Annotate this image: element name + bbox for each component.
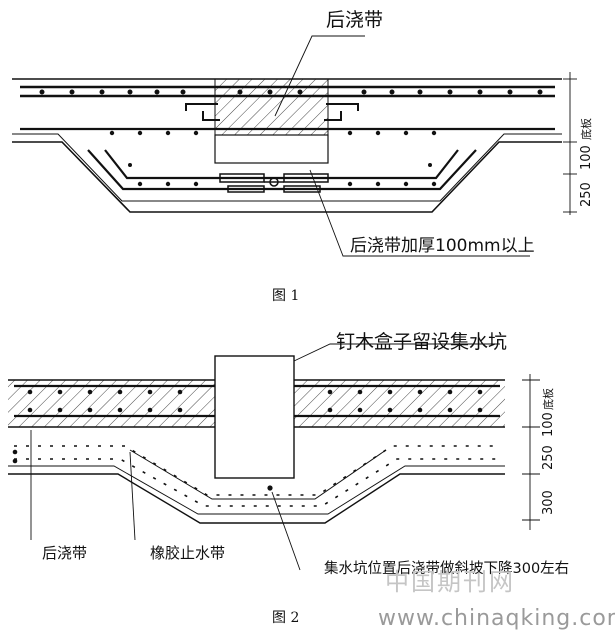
fig1-thickened-block	[214, 134, 329, 164]
fig1-rebar-dots	[39, 89, 543, 187]
fig1-hook-left	[185, 103, 220, 121]
fig1-slab-inner-edge	[12, 133, 562, 202]
fig2-caption: 图 2	[272, 610, 299, 626]
fig1-leader-bottom	[309, 169, 530, 257]
fig2-dimension-line	[522, 374, 540, 530]
fig1-waterstop	[219, 173, 329, 193]
fig1-rebar-top	[20, 85, 555, 98]
fig2-lower-edge-inner	[8, 465, 505, 515]
fig2-label-mid: 橡胶止水带	[150, 544, 225, 562]
fig1-rebar-bottom-bend-2	[87, 149, 477, 191]
fig1-post-pour-strip	[214, 78, 329, 136]
fig2-label-top: 钉木盒子留设集水坑	[336, 331, 507, 353]
fig2-dim-250: 250	[541, 445, 556, 470]
fig2-dim-base: 底板	[541, 388, 555, 410]
fig2-dim-100: 100	[541, 412, 556, 437]
fig2-lower-edge	[8, 473, 505, 524]
fig2-label-left: 后浇带	[42, 544, 87, 562]
fig2-leader-right	[271, 491, 301, 571]
figure-2: 钉木盒子留设集水坑 后浇带 橡胶止水带 集水坑位置后浇带做斜坡下降300左右 3…	[8, 331, 569, 626]
figure-1: 后浇带 后浇带加厚100mm以上 250 100 底板 图 1	[12, 9, 594, 304]
fig2-lower-rebar-solid	[129, 449, 387, 500]
fig1-rebar-bottom-bend	[104, 149, 459, 180]
fig1-leader-top	[274, 35, 365, 117]
fig2-sump-box	[214, 355, 295, 479]
fig1-dim-base: 底板	[579, 118, 593, 140]
fig1-dimension-line	[563, 72, 577, 215]
fig1-caption: 图 1	[272, 288, 299, 304]
fig1-dim-250: 250	[579, 182, 594, 207]
fig1-hook-right	[324, 103, 359, 121]
fig1-slab-bottom-edge	[12, 141, 562, 213]
fig2-label-right: 集水坑位置后浇带做斜坡下降300左右	[324, 560, 569, 577]
fig2-leader-top	[293, 343, 500, 362]
fig2-dim-300: 300	[541, 490, 556, 515]
fig2-leader-mid	[129, 451, 136, 541]
watermark-cn: 中国期刊网	[385, 568, 515, 596]
fig1-dim-100: 100	[579, 145, 594, 170]
fig1-label-top: 后浇带	[326, 9, 383, 31]
fig2-rebar-dots	[12, 389, 483, 491]
watermark-site: www.chinaqking.com	[378, 606, 615, 631]
fig1-label-bottom: 后浇带加厚100mm以上	[350, 236, 535, 256]
